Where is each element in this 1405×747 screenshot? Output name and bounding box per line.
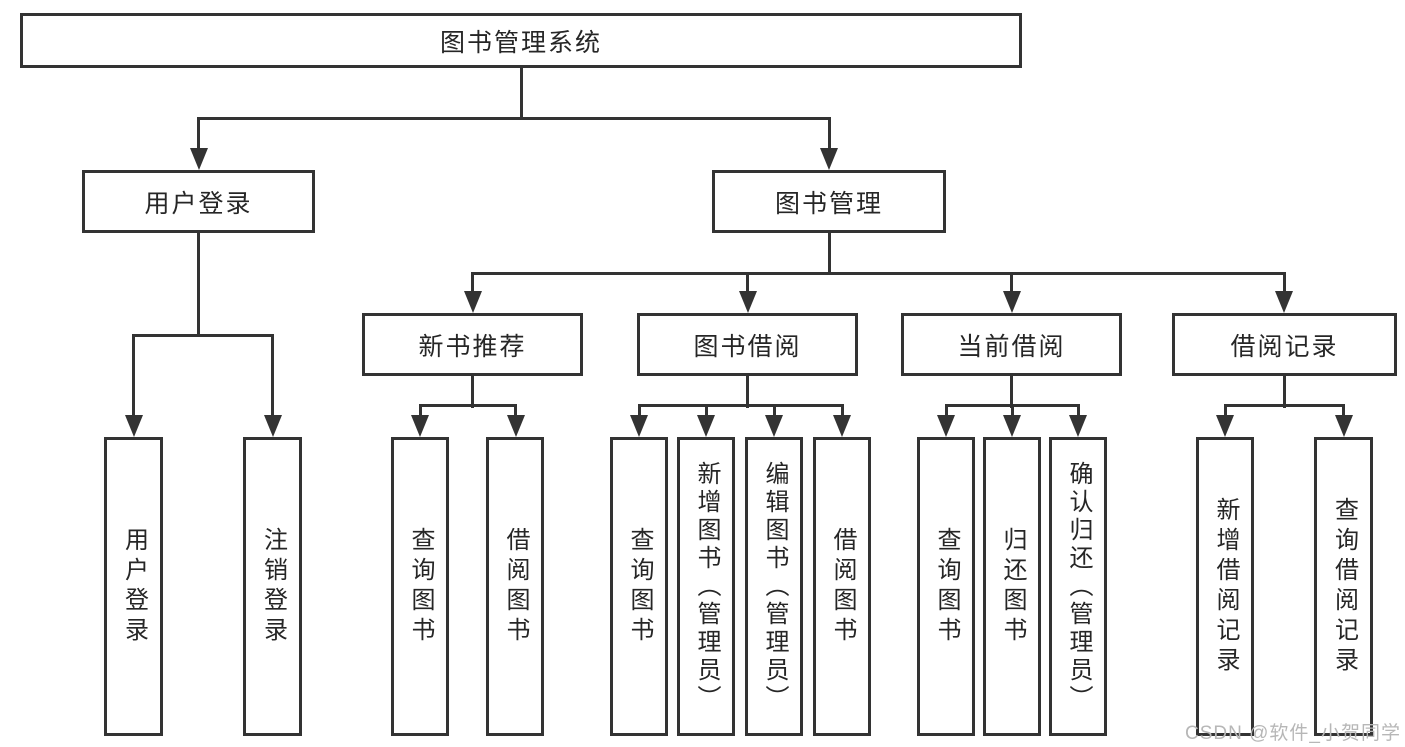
arrow-shaft: [132, 335, 135, 417]
leaf-logout-label: 注销登录: [259, 526, 287, 647]
leaf-borrow-books-2-label: 借阅图书: [829, 526, 856, 647]
leaf-add-book-admin-label: 新增图书（管理员）: [693, 460, 720, 713]
arrow-down-icon: [263, 415, 282, 437]
leaf-add-book-admin: 新增图书（管理员）: [677, 437, 735, 736]
arrow-shaft: [772, 405, 776, 417]
leaf-borrow-books-1-label: 借阅图书: [502, 526, 529, 647]
connector-hline: [132, 333, 274, 337]
arrow-shaft: [197, 118, 200, 150]
leaf-edit-book-admin: 编辑图书（管理员）: [745, 437, 803, 736]
arrow-shaft: [1010, 405, 1014, 417]
node-book-borrow-label: 图书借阅: [693, 332, 802, 361]
node-user-login-label: 用户登录: [144, 189, 253, 218]
connector-vline: [746, 375, 749, 408]
arrow-shaft: [704, 405, 708, 417]
node-borrow-records-label: 借阅记录: [1230, 332, 1339, 361]
arrow-down-icon: [1334, 415, 1353, 437]
arrow-down-icon: [124, 415, 143, 437]
leaf-confirm-return-admin: 确认归还（管理员）: [1049, 437, 1107, 736]
arrow-down-icon: [411, 415, 429, 437]
arrow-down-icon: [1003, 415, 1021, 437]
connector-vline: [1010, 375, 1013, 408]
leaf-add-borrow-record: 新增借阅记录: [1196, 437, 1254, 736]
arrow-down-icon: [738, 291, 757, 313]
connector-vline: [1282, 375, 1286, 408]
node-current-borrow-label: 当前借阅: [957, 332, 1066, 361]
connector-vline: [471, 375, 474, 408]
arrow-down-icon: [506, 415, 525, 437]
arrow-shaft: [1282, 273, 1286, 293]
arrow-shaft: [1010, 273, 1013, 293]
leaf-return-books: 归还图书: [983, 437, 1041, 736]
arrow-down-icon: [630, 415, 648, 437]
leaf-query-books-3-label: 查询图书: [933, 526, 960, 647]
connector-hline: [197, 116, 831, 120]
node-book-management-label: 图书管理: [774, 189, 883, 218]
arrow-shaft: [746, 273, 749, 293]
node-borrow-records: 借阅记录: [1172, 313, 1397, 376]
arrow-down-icon: [833, 415, 851, 437]
leaf-borrow-books-2: 借阅图书: [813, 437, 871, 736]
leaf-query-borrow-record: 查询借阅记录: [1314, 437, 1373, 736]
arrow-down-icon: [189, 148, 208, 170]
arrow-shaft: [827, 118, 831, 150]
node-new-book-recommend: 新书推荐: [362, 313, 583, 376]
arrow-down-icon: [1002, 291, 1021, 313]
node-user-login: 用户登录: [82, 170, 315, 233]
connector-hline: [471, 271, 1286, 275]
leaf-user-login-label: 用户登录: [120, 526, 148, 647]
node-root: 图书管理系统: [20, 13, 1022, 68]
arrow-shaft: [471, 273, 474, 293]
leaf-edit-book-admin-label: 编辑图书（管理员）: [761, 460, 788, 713]
arrow-shaft: [418, 405, 422, 417]
arrow-down-icon: [1069, 415, 1087, 437]
leaf-borrow-books-1: 借阅图书: [486, 437, 544, 736]
arrow-down-icon: [937, 415, 955, 437]
connector-vline: [827, 232, 831, 275]
node-root-label: 图书管理系统: [439, 28, 602, 57]
connector-vline: [197, 232, 200, 337]
leaf-logout: 注销登录: [243, 437, 302, 736]
leaf-query-books-2: 查询图书: [610, 437, 668, 736]
arrow-down-icon: [1216, 415, 1234, 437]
arrow-down-icon: [697, 415, 715, 437]
node-new-book-recommend-label: 新书推荐: [418, 332, 527, 361]
connector-hline: [637, 404, 844, 407]
node-book-management: 图书管理: [712, 170, 946, 233]
leaf-return-books-label: 归还图书: [999, 526, 1026, 647]
leaf-query-books-3: 查询图书: [917, 437, 975, 736]
leaf-query-books-2-label: 查询图书: [626, 526, 653, 647]
arrow-down-icon: [820, 148, 838, 170]
node-current-borrow: 当前借阅: [901, 313, 1122, 376]
arrow-shaft: [637, 405, 641, 417]
arrow-shaft: [1076, 405, 1080, 417]
watermark: CSDN @软件_小贺同学: [1185, 723, 1401, 744]
arrow-shaft: [514, 405, 517, 417]
node-book-borrow: 图书借阅: [637, 313, 858, 376]
leaf-query-borrow-record-label: 查询借阅记录: [1330, 496, 1358, 677]
arrow-shaft: [1342, 405, 1345, 417]
connector-vline: [519, 66, 523, 120]
leaf-add-borrow-record-label: 新增借阅记录: [1212, 496, 1239, 677]
leaf-confirm-return-admin-label: 确认归还（管理员）: [1065, 460, 1092, 713]
connector-hline: [419, 404, 517, 407]
leaf-query-books-1: 查询图书: [391, 437, 449, 736]
leaf-query-books-1-label: 查询图书: [407, 526, 434, 647]
arrow-down-icon: [765, 415, 783, 437]
connector-hline: [1223, 404, 1345, 407]
arrow-shaft: [271, 335, 274, 417]
arrow-shaft: [944, 405, 948, 417]
arrow-down-icon: [1275, 291, 1293, 313]
arrow-shaft: [840, 405, 844, 417]
leaf-user-login: 用户登录: [104, 437, 163, 736]
arrow-shaft: [1223, 405, 1227, 417]
arrow-down-icon: [463, 291, 482, 313]
